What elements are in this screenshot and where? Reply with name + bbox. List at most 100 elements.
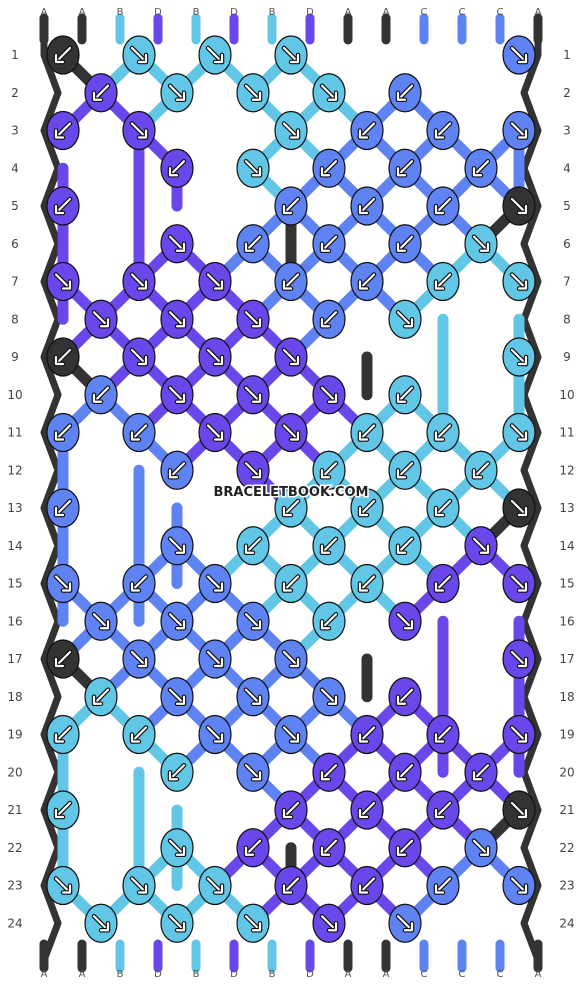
watermark-text: BRACELETBOOK.COM xyxy=(214,485,369,500)
knot-arrow xyxy=(320,311,338,328)
knot-arrow xyxy=(472,764,490,781)
knot-arrow xyxy=(244,839,262,856)
row-label-right: 24 xyxy=(559,916,574,930)
row-label-left: 9 xyxy=(11,350,19,364)
row-label-right: 9 xyxy=(563,350,571,364)
row-label-right: 4 xyxy=(563,161,571,175)
knot-arrow-head xyxy=(434,884,445,894)
knot-arrow-head xyxy=(168,469,179,479)
knot-arrow xyxy=(54,122,72,139)
knot-arrow-head xyxy=(403,922,414,932)
knot-arrow xyxy=(510,424,528,441)
knot-arrow-head xyxy=(251,620,262,630)
knot-arrow xyxy=(358,575,376,592)
knot-arrow-head xyxy=(434,431,445,441)
row-label-left: 4 xyxy=(11,161,19,175)
knot-arrow-head xyxy=(472,167,483,177)
strand-label-top: B xyxy=(269,7,276,18)
row-label-left: 15 xyxy=(7,577,22,591)
knot-arrow xyxy=(92,84,110,101)
knot-arrow-head xyxy=(320,620,331,630)
knot-arrow xyxy=(130,122,148,139)
knot-arrow xyxy=(320,84,338,101)
knot-arrow-head xyxy=(358,733,369,743)
knot-arrow xyxy=(54,424,72,441)
knot-arrow-head xyxy=(175,318,186,328)
knot-arrow xyxy=(282,122,300,139)
knot-arrow xyxy=(320,386,338,403)
strand-label-bottom: D xyxy=(230,969,238,980)
knot-arrow-head xyxy=(517,280,528,290)
knot-arrow xyxy=(206,348,224,366)
strand-label-bottom: D xyxy=(306,969,314,980)
knot-arrow xyxy=(244,386,262,403)
knot-arrow-head xyxy=(282,506,293,517)
strand-label-top: B xyxy=(117,7,124,18)
knot-arrow xyxy=(472,462,490,479)
strand-label-top: A xyxy=(345,7,352,18)
knot-arrow xyxy=(168,537,186,554)
knot-arrow xyxy=(168,613,186,630)
strand-label-top: C xyxy=(497,7,504,18)
knot-arrow-head xyxy=(396,846,407,856)
knot-arrow-head xyxy=(92,91,103,101)
knot-arrow-head xyxy=(472,469,483,479)
knot-arrow-head xyxy=(54,53,65,64)
knot-arrow xyxy=(130,273,148,290)
knot-arrow xyxy=(244,613,262,630)
row-label-right: 21 xyxy=(559,803,574,817)
row-label-right: 20 xyxy=(559,765,574,779)
knot-arrow xyxy=(396,915,414,932)
knot-arrow-head xyxy=(472,771,483,781)
knot-arrow xyxy=(434,499,452,517)
row-label-left: 18 xyxy=(7,690,22,704)
knot-arrow-head xyxy=(251,393,262,403)
knot-arrow xyxy=(244,688,262,705)
row-label-left: 16 xyxy=(7,614,22,628)
knot-arrow xyxy=(130,46,148,64)
knot-arrow-head xyxy=(168,167,179,177)
row-label-right: 3 xyxy=(563,124,571,138)
strand-label-bottom: C xyxy=(497,969,504,980)
knot-arrow-head xyxy=(289,733,300,743)
knot-arrow-head xyxy=(517,204,528,215)
knot-arrow xyxy=(510,348,528,366)
knot-arrow xyxy=(206,424,224,441)
knot-arrow-head xyxy=(517,808,528,819)
row-label-right: 19 xyxy=(559,728,574,742)
knot-arrow xyxy=(92,386,110,403)
knot-arrow xyxy=(244,915,262,932)
row-label-right: 1 xyxy=(563,48,571,62)
knot-arrow xyxy=(396,613,414,630)
knot-arrow xyxy=(168,235,186,252)
knot-arrow-head xyxy=(358,204,369,215)
row-label-left: 20 xyxy=(7,765,22,779)
knot-arrow-head xyxy=(434,733,445,743)
knot-arrow xyxy=(510,575,528,592)
knot-arrow-head xyxy=(517,129,528,139)
knot-arrow-head xyxy=(61,582,72,592)
knot-arrow xyxy=(396,84,414,101)
strand-label-bottom: D xyxy=(154,969,162,980)
knot-arrow-head xyxy=(479,242,490,252)
knot-arrow xyxy=(358,122,376,139)
knot-arrow-head xyxy=(358,129,369,139)
knot-arrow-head xyxy=(396,544,407,554)
knot-arrow xyxy=(320,688,338,705)
knot-arrow-head xyxy=(175,91,186,101)
knot-arrow xyxy=(168,839,186,856)
knot-arrow-head xyxy=(251,318,262,328)
knot-arrow-head xyxy=(54,204,65,215)
knot-arrow xyxy=(54,726,72,743)
knot-arrow xyxy=(396,839,414,856)
knot-arrow xyxy=(54,273,72,290)
knot-arrow xyxy=(130,877,148,894)
knot-arrow xyxy=(168,311,186,328)
knot-arrow xyxy=(434,122,452,139)
strand-label-bottom: B xyxy=(193,969,200,980)
knot-arrow-head xyxy=(358,582,369,592)
knot-arrow-head xyxy=(396,393,407,403)
knot-arrow-head xyxy=(434,204,445,215)
